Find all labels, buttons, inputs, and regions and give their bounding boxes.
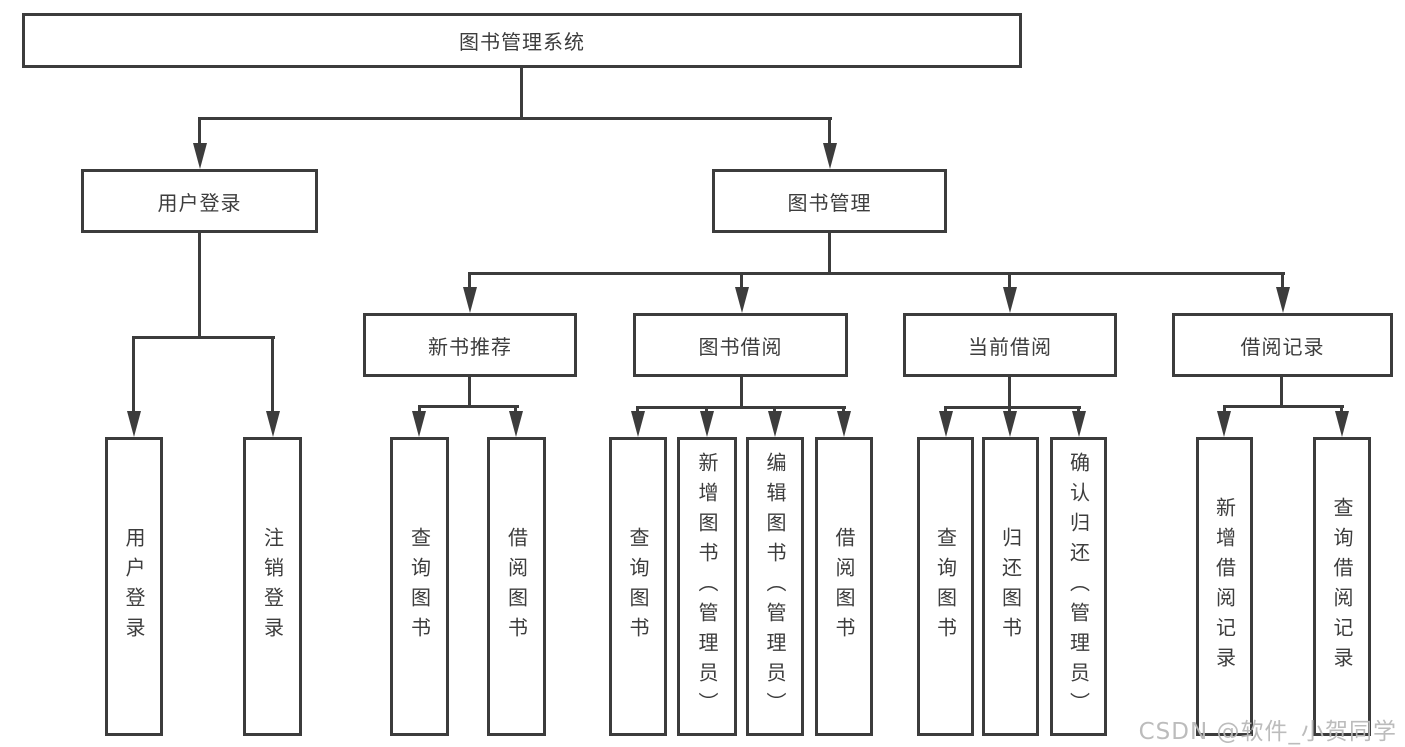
node-current-borrowing: 当前借阅 (903, 313, 1117, 377)
arrow-down-icon (127, 411, 141, 437)
leaf-logout: 注销登录 (243, 437, 302, 736)
connector-drop (132, 336, 135, 414)
connector-root-rail (198, 117, 832, 120)
arrow-down-icon (1003, 411, 1017, 437)
leaf-edit-books-admin: 编辑图书（管理员） (746, 437, 804, 736)
connector-drop (944, 406, 947, 414)
leaf-query-borrow-record: 查询借阅记录 (1313, 437, 1371, 736)
node-root-library-system: 图书管理系统 (22, 13, 1022, 68)
connector-drop (1077, 406, 1080, 414)
connector-drop (198, 117, 201, 146)
arrow-down-icon (412, 411, 426, 437)
leaf-return-books: 归还图书 (982, 437, 1039, 736)
connector-drop (468, 272, 471, 290)
connector-drop (1340, 405, 1343, 414)
csdn-watermark: CSDN @软件_小贺同学 (1138, 719, 1397, 745)
node-new-book-recommend: 新书推荐 (363, 313, 577, 377)
leaf-query-books-3: 查询图书 (917, 437, 974, 736)
connector-drop (1223, 405, 1226, 414)
arrow-down-icon (266, 411, 280, 437)
connector-bookmgmt-stem (828, 233, 831, 275)
connector-drop (740, 272, 743, 290)
connector-drop (828, 117, 831, 146)
connector-stem (468, 377, 471, 408)
connector-rail (944, 406, 1081, 409)
connector-drop (514, 405, 517, 414)
arrow-down-icon (1217, 411, 1231, 437)
arrow-down-icon (768, 411, 782, 437)
connector-drop (1008, 406, 1011, 414)
leaf-add-books-admin: 新增图书（管理员） (677, 437, 737, 736)
arrow-down-icon (700, 411, 714, 437)
connector-stem (1008, 377, 1011, 409)
arrow-down-icon (193, 143, 207, 169)
arrow-down-icon (735, 287, 749, 313)
arrow-down-icon (1276, 287, 1290, 313)
connector-userlogin-stem (198, 233, 201, 339)
leaf-confirm-return-admin: 确认归还（管理员） (1050, 437, 1107, 736)
node-borrowing-records: 借阅记录 (1172, 313, 1393, 377)
connector-drop (1008, 272, 1011, 290)
connector-drop (636, 406, 639, 414)
leaf-query-books-2: 查询图书 (609, 437, 667, 736)
node-book-management: 图书管理 (712, 169, 947, 233)
connector-userlogin-rail (132, 336, 275, 339)
connector-drop (418, 405, 421, 414)
arrow-down-icon (1003, 287, 1017, 313)
leaf-borrow-books-2: 借阅图书 (815, 437, 873, 736)
connector-rail (418, 405, 519, 408)
node-user-login: 用户登录 (81, 169, 318, 233)
arrow-down-icon (631, 411, 645, 437)
connector-stem (740, 377, 743, 409)
connector-drop (773, 406, 776, 414)
connector-drop (842, 406, 845, 414)
arrow-down-icon (1072, 411, 1086, 437)
connector-rail (636, 406, 846, 409)
arrow-down-icon (939, 411, 953, 437)
leaf-add-borrow-record: 新增借阅记录 (1196, 437, 1253, 736)
connector-bookmgmt-rail (468, 272, 1285, 275)
connector-drop (271, 336, 274, 414)
leaf-borrow-books-1: 借阅图书 (487, 437, 546, 736)
connector-rail (1223, 405, 1344, 408)
leaf-query-books-1: 查询图书 (390, 437, 449, 736)
connector-root-stem (520, 68, 523, 117)
connector-drop (705, 406, 708, 414)
arrow-down-icon (837, 411, 851, 437)
leaf-user-login: 用户登录 (105, 437, 163, 736)
arrow-down-icon (823, 143, 837, 169)
node-book-borrowing: 图书借阅 (633, 313, 848, 377)
arrow-down-icon (1335, 411, 1349, 437)
connector-stem (1280, 377, 1283, 408)
connector-drop (1281, 272, 1284, 290)
arrow-down-icon (463, 287, 477, 313)
arrow-down-icon (509, 411, 523, 437)
